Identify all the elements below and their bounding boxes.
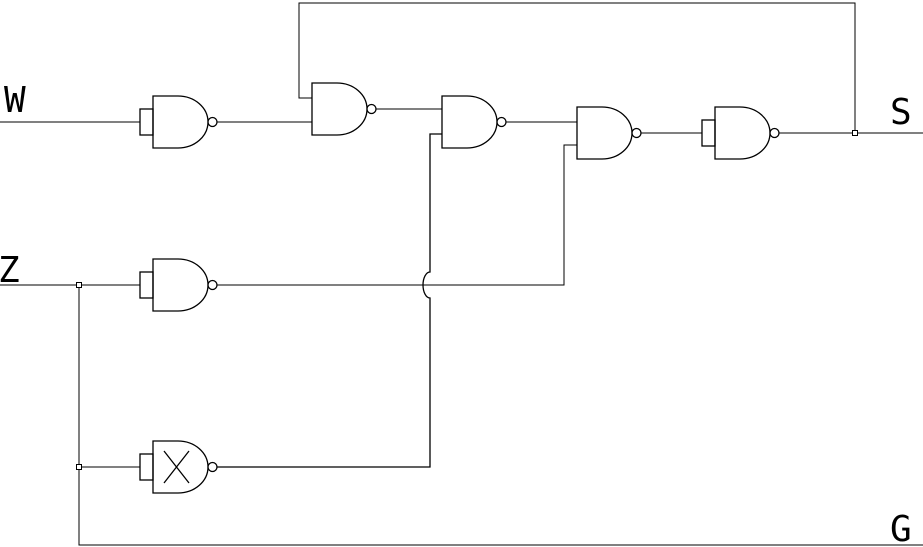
output-label-s: S — [890, 92, 912, 133]
output-bubble-icon — [496, 116, 507, 128]
gate-body — [441, 95, 498, 149]
gate-body — [576, 106, 633, 160]
junction-dot-z-branch — [75, 281, 83, 289]
gate-body — [152, 440, 209, 494]
gate-body — [714, 106, 771, 160]
wire-feedback-s-to-gate2 — [298, 2, 856, 133]
gate-input-notch — [139, 108, 154, 136]
gate-input-notch — [139, 271, 154, 299]
output-bubble-icon — [207, 279, 218, 291]
nand-gate-1 — [139, 95, 218, 149]
output-bubble-icon — [366, 103, 377, 115]
input-label-w: W — [4, 80, 26, 121]
junction-dot-s-feedback — [851, 129, 859, 137]
x-mark-icon — [163, 450, 190, 484]
gate-input-notch — [701, 119, 716, 147]
gate-body — [152, 258, 209, 312]
nand-gate-2 — [311, 82, 377, 136]
output-label-g: G — [890, 509, 912, 547]
nand-gate-5 — [701, 106, 780, 160]
output-bubble-icon — [207, 116, 218, 128]
junctions — [75, 129, 859, 471]
nand-gate-6 — [139, 258, 218, 312]
wire-gate6-to-gate4 — [217, 144, 577, 286]
nand-gate-3 — [441, 95, 507, 149]
gate-input-notch — [139, 453, 154, 481]
wire-gate7-to-gate3-with-hop — [217, 133, 442, 468]
gate-body — [152, 95, 209, 149]
wire-z-branch-bottom-rail-to-g — [78, 285, 923, 546]
nand-gate-4 — [576, 106, 642, 160]
signal-labels: W Z S G — [0, 80, 912, 547]
junction-dot-z-gate7-tap — [75, 463, 83, 471]
output-bubble-icon — [631, 127, 642, 139]
output-bubble-icon — [769, 127, 780, 139]
input-label-z: Z — [0, 250, 20, 291]
output-bubble-icon — [207, 461, 218, 473]
gate-body — [311, 82, 368, 136]
nand-gate-7-x-marked — [139, 440, 218, 494]
gates — [139, 82, 780, 494]
